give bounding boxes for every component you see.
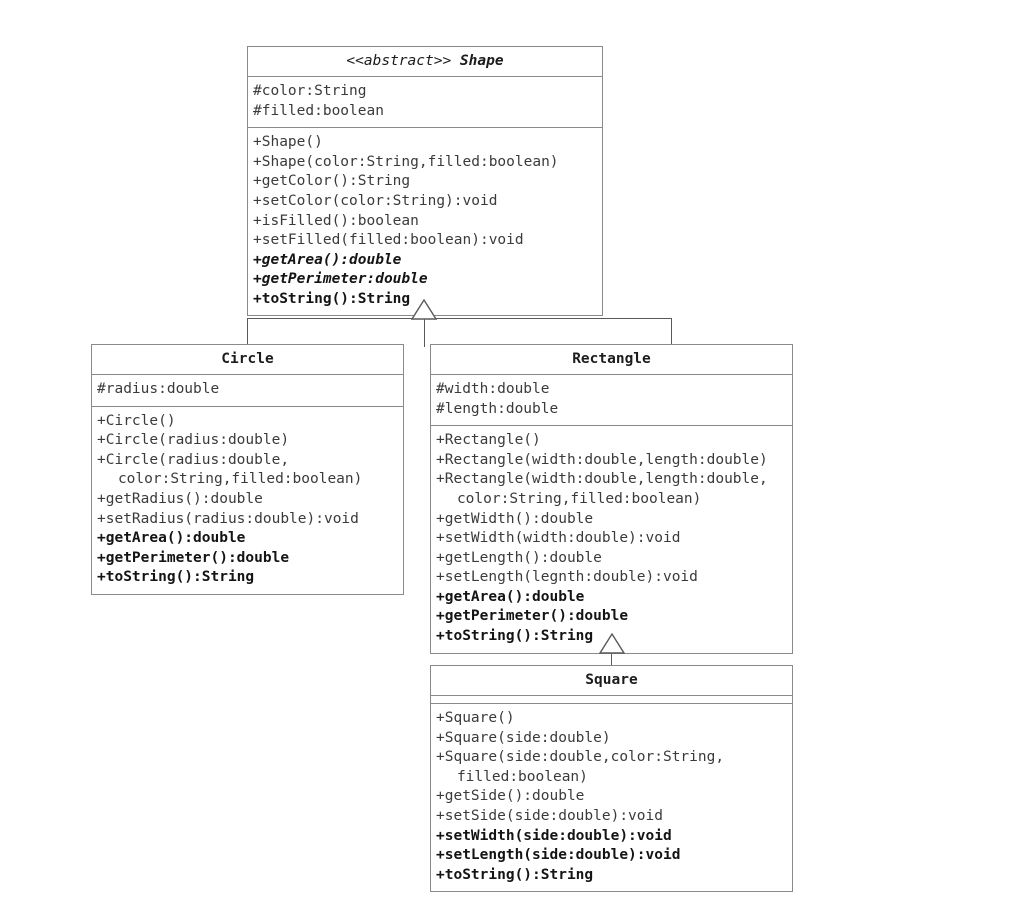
uml-class-square[interactable]: Square +Square() +Square(side:double) +S… (430, 665, 793, 893)
class-name-circle: Circle (221, 351, 274, 367)
methods-compartment-square: +Square() +Square(side:double) +Square(s… (431, 704, 792, 891)
method-row: +Circle(radius:double) (97, 432, 290, 449)
method-row: +setFilled(filled:boolean):void (253, 232, 524, 249)
method-row-override: +getPerimeter():double (436, 608, 629, 625)
methods-compartment-shape: +Shape() +Shape(color:String,filled:bool… (248, 128, 602, 315)
generalization-bar-shape (247, 318, 672, 319)
method-row: +Circle(radius:double, (97, 451, 290, 468)
attributes-compartment-rectangle: #width:double #length:double (431, 375, 792, 427)
attribute-row: #color:String (253, 82, 367, 99)
method-row: +Circle() (97, 412, 176, 429)
class-name-square: Square (585, 672, 638, 688)
method-row-override: +getPerimeter():double (97, 549, 290, 566)
class-name-rectangle: Rectangle (572, 351, 651, 367)
method-row-continuation: color:String,filled:boolean) (456, 490, 702, 507)
method-row: +Square(side:double,color:String, (436, 749, 725, 766)
method-row: +getLength():double (436, 549, 602, 566)
method-row-abstract: +getArea():double (253, 251, 402, 268)
method-row-override: +getArea():double (436, 588, 585, 605)
method-row: +Rectangle(width:double,length:double) (436, 451, 768, 468)
method-row: +Square() (436, 709, 515, 726)
methods-compartment-circle: +Circle() +Circle(radius:double) +Circle… (92, 407, 403, 594)
method-row-override: +setLength(side:double):void (436, 847, 681, 864)
method-row: +setSide(side:double):void (436, 807, 663, 824)
inheritance-arrowhead-rectangle-icon (599, 633, 625, 654)
method-row: +Shape() (253, 134, 323, 151)
uml-class-shape[interactable]: <<abstract>> Shape #color:String #filled… (247, 46, 603, 317)
method-row-override: +setWidth(side:double):void (436, 827, 672, 844)
generalization-stem-shape (424, 318, 425, 347)
method-row: +setLength(legnth:double):void (436, 569, 698, 586)
method-row: +isFilled():boolean (253, 212, 419, 229)
method-row: +getRadius():double (97, 490, 263, 507)
class-header-square: Square (431, 666, 792, 696)
method-row: +Rectangle(width:double,length:double, (436, 471, 768, 488)
attributes-compartment-square (431, 696, 792, 704)
methods-compartment-rectangle: +Rectangle() +Rectangle(width:double,len… (431, 426, 792, 653)
uml-class-rectangle[interactable]: Rectangle #width:double #length:double +… (430, 344, 793, 654)
attribute-row: #width:double (436, 380, 550, 397)
class-header-shape: <<abstract>> Shape (248, 47, 602, 77)
method-row: +getColor():String (253, 173, 411, 190)
method-row-override: +toString():String (436, 866, 594, 883)
method-row: +setColor(color:String):void (253, 192, 498, 209)
class-header-circle: Circle (92, 345, 403, 375)
method-row-continuation: filled:boolean) (456, 768, 588, 785)
method-row-continuation: color:String,filled:boolean) (117, 471, 363, 488)
attributes-compartment-shape: #color:String #filled:boolean (248, 77, 602, 129)
method-row-override: +toString():String (97, 569, 255, 586)
uml-class-circle[interactable]: Circle #radius:double +Circle() +Circle(… (91, 344, 404, 595)
method-row: +setRadius(radius:double):void (97, 510, 359, 527)
class-name-shape: Shape (459, 53, 504, 69)
method-row: +setWidth(width:double):void (436, 530, 681, 547)
attribute-row: #filled:boolean (253, 102, 384, 119)
method-row: +Rectangle() (436, 432, 541, 449)
attributes-compartment-circle: #radius:double (92, 375, 403, 407)
class-stereotype-shape: <<abstract>> (346, 53, 452, 69)
inheritance-arrowhead-shape-icon (411, 299, 437, 320)
generalization-stem-square (611, 652, 612, 666)
attribute-row: #length:double (436, 400, 559, 417)
method-row-override: +toString():String (436, 628, 594, 645)
attribute-row: #radius:double (97, 380, 220, 397)
class-header-rectangle: Rectangle (431, 345, 792, 375)
method-row-override: +toString():String (253, 290, 411, 307)
method-row: +getSide():double (436, 788, 585, 805)
method-row-abstract: +getPerimeter:double (253, 271, 428, 288)
generalization-drop-circle (247, 318, 248, 345)
method-row: +getWidth():double (436, 510, 594, 527)
generalization-drop-rectangle (671, 318, 672, 345)
method-row-override: +getArea():double (97, 530, 246, 547)
method-row: +Square(side:double) (436, 729, 611, 746)
method-row: +Shape(color:String,filled:boolean) (253, 153, 559, 170)
